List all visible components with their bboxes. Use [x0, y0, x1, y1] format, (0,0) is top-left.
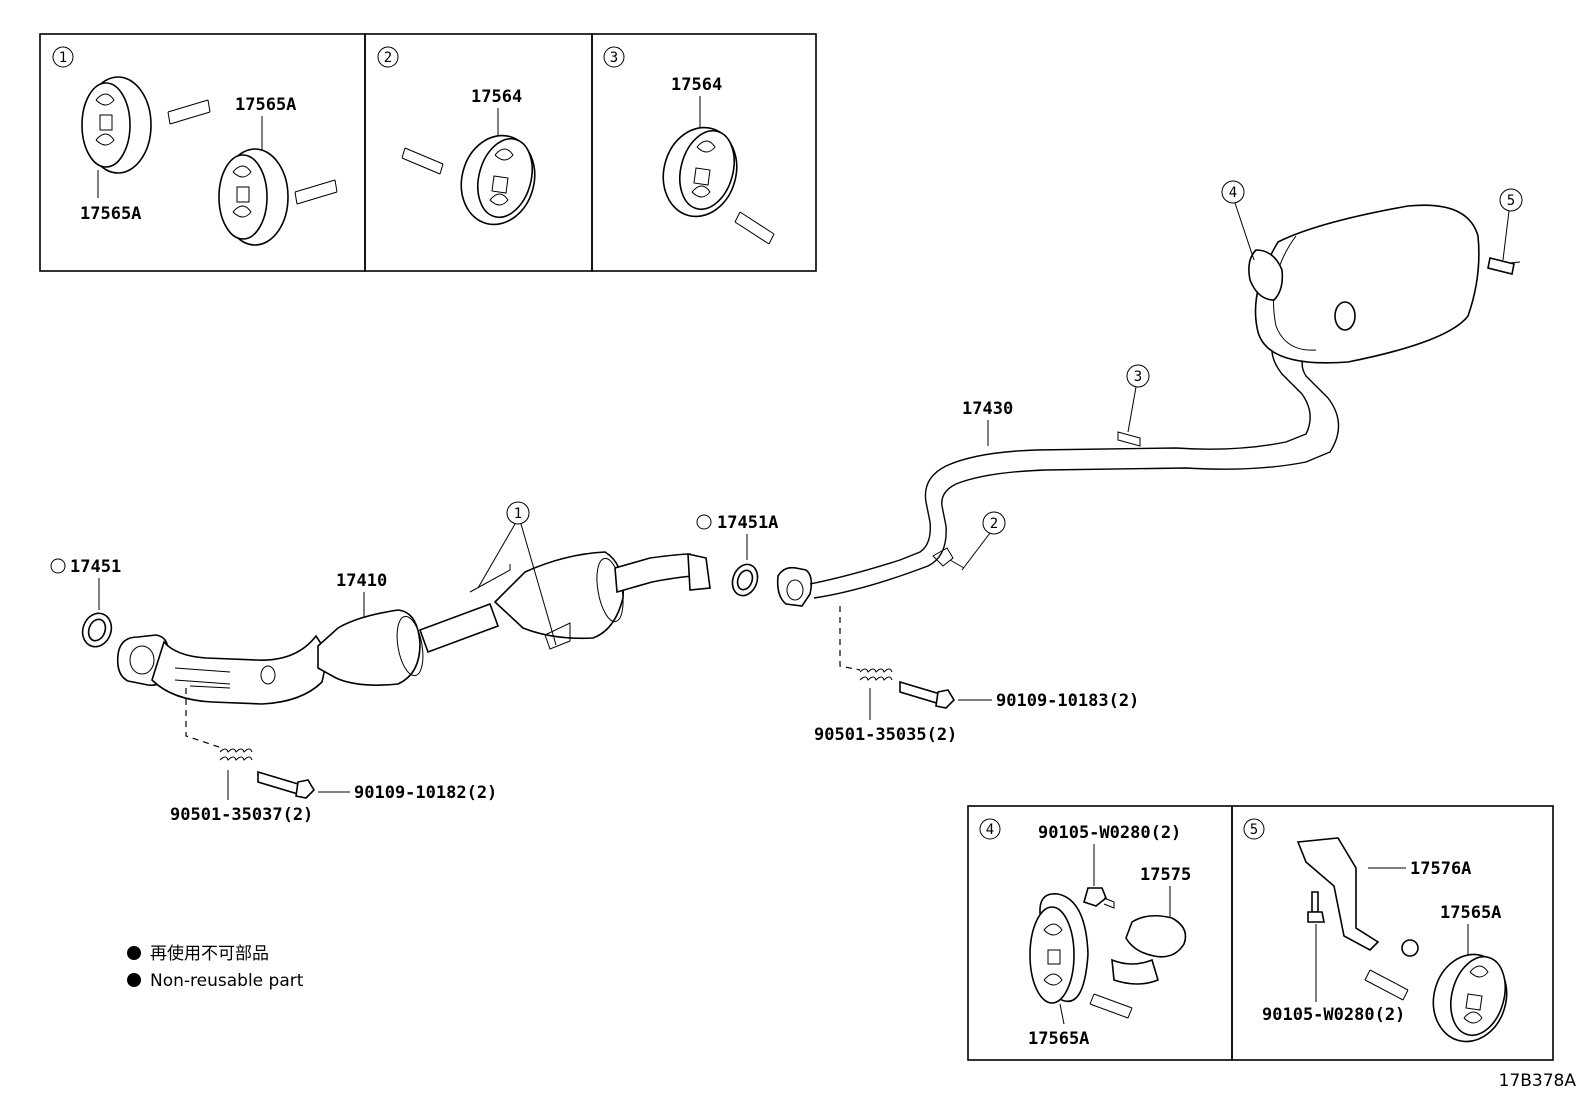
legend-line-1: 再使用不可部品: [150, 943, 269, 964]
detail-box-5-marker: 5: [1250, 822, 1258, 838]
detail-box-5-label-rubber: 17565A: [1440, 903, 1501, 923]
main-callout-1: 1: [514, 506, 522, 522]
detail-box-1: 1 17565A 17565A: [39, 33, 366, 272]
tail-pipe-label: 17430: [962, 399, 1013, 419]
detail-box-2-marker: 2: [384, 50, 392, 66]
gasket-17451A: 17451A: [696, 513, 778, 597]
rubber-hanger-icon: [460, 134, 536, 226]
detail-box-1-label-bottom: 17565A: [80, 204, 141, 224]
detail-box-2: 2 17564: [364, 33, 593, 272]
detail-box-4-label-bracket: 17575: [1140, 865, 1191, 885]
gasket-17451: 17451: [50, 557, 121, 648]
diagram-code: 17B378A: [1499, 1071, 1577, 1091]
front-pipe-17410: 17410 1: [116, 501, 711, 705]
gasket-front-label: 17451: [70, 557, 121, 577]
center-fasteners: 90501-35035(2) 90109-10183(2): [814, 606, 1139, 745]
legend: 再使用不可部品 Non-reusable part: [127, 943, 304, 991]
front-pipe-label: 17410: [336, 571, 387, 591]
main-callout-4: 4: [1229, 185, 1237, 201]
front-fasteners: 90501-35037(2) 90109-10182(2): [170, 688, 497, 825]
rubber-hanger-icon: [218, 148, 289, 246]
tail-pipe-17430: 17430: [776, 317, 1340, 607]
bolt-front-label: 90109-10182(2): [354, 783, 497, 803]
detail-box-3-marker: 3: [610, 50, 618, 66]
legend-line-2: Non-reusable part: [150, 971, 304, 991]
rubber-hanger-icon: [81, 76, 152, 174]
detail-box-5-label-bracket: 17576A: [1410, 859, 1471, 879]
spring-center-label: 90501-35035(2): [814, 725, 957, 745]
detail-box-4-label-bolt: 90105-W0280(2): [1038, 823, 1181, 843]
detail-box-1-label-top: 17565A: [235, 95, 296, 115]
main-callouts: 2 3 4 5: [961, 180, 1523, 571]
detail-box-5: 5 17576A 90105-W0280(2) 17565A: [1231, 805, 1554, 1061]
detail-box-4: 4 90105-W0280(2) 17575 17565A: [967, 805, 1233, 1061]
detail-box-2-label: 17564: [471, 87, 522, 107]
main-callout-5: 5: [1507, 193, 1515, 209]
rubber-hanger-icon: [662, 126, 738, 218]
spring-front-label: 90501-35037(2): [170, 805, 313, 825]
detail-box-3: 3 17564: [591, 33, 817, 272]
detail-box-5-label-bolt: 90105-W0280(2): [1262, 1005, 1405, 1025]
gasket-center-label: 17451A: [717, 513, 778, 533]
main-callout-2: 2: [990, 516, 998, 532]
detail-box-4-marker: 4: [986, 822, 994, 838]
detail-box-3-label: 17564: [671, 75, 722, 95]
detail-box-1-marker: 1: [59, 50, 67, 66]
bolt-center-label: 90109-10183(2): [996, 691, 1139, 711]
muffler: [1248, 204, 1521, 364]
detail-box-4-label-rubber: 17565A: [1028, 1029, 1089, 1049]
main-callout-3: 3: [1134, 369, 1142, 385]
